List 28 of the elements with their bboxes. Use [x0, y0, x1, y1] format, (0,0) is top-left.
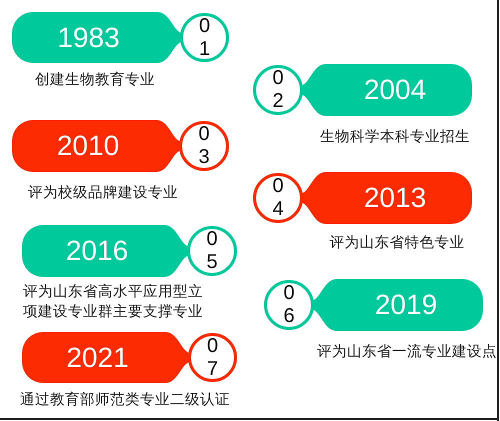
milestone-caption: 评为校级品牌建设专业	[28, 184, 178, 203]
year-text: 2019	[374, 290, 438, 320]
milestone-caption: 创建生物教育专业	[35, 70, 155, 90]
milestone-badge	[252, 172, 472, 224]
milestone-badge	[263, 279, 483, 331]
year-text: 2013	[364, 183, 426, 213]
milestone-caption: 评为山东省特色专业	[330, 234, 464, 253]
step-number: 05	[206, 228, 218, 274]
step-number: 06	[282, 282, 296, 328]
milestone-badge	[252, 64, 472, 116]
step-number: 04	[272, 175, 284, 221]
year-text: 1983	[57, 22, 120, 52]
step-number: 01	[198, 14, 211, 60]
milestone-badge	[22, 225, 238, 277]
year-text: 2021	[66, 342, 129, 372]
milestone-caption: 评为山东省高水平应用型立项建设专业群主要支撑专业	[22, 282, 204, 322]
milestone-badge	[22, 332, 238, 383]
year-text: 2016	[66, 236, 128, 266]
milestone-caption: 评为山东省一流专业建设点	[317, 342, 497, 362]
year-text: 2004	[364, 75, 426, 105]
year-text: 2010	[56, 131, 120, 161]
milestone-caption: 生物科学本科专业招生	[320, 128, 470, 147]
step-number: 02	[272, 67, 284, 113]
step-number: 03	[198, 123, 210, 169]
milestone-badge	[12, 12, 230, 63]
step-number: 07	[206, 334, 219, 380]
milestone-caption: 通过教育部师范类专业二级认证	[20, 390, 230, 410]
milestone-badge	[12, 120, 230, 172]
